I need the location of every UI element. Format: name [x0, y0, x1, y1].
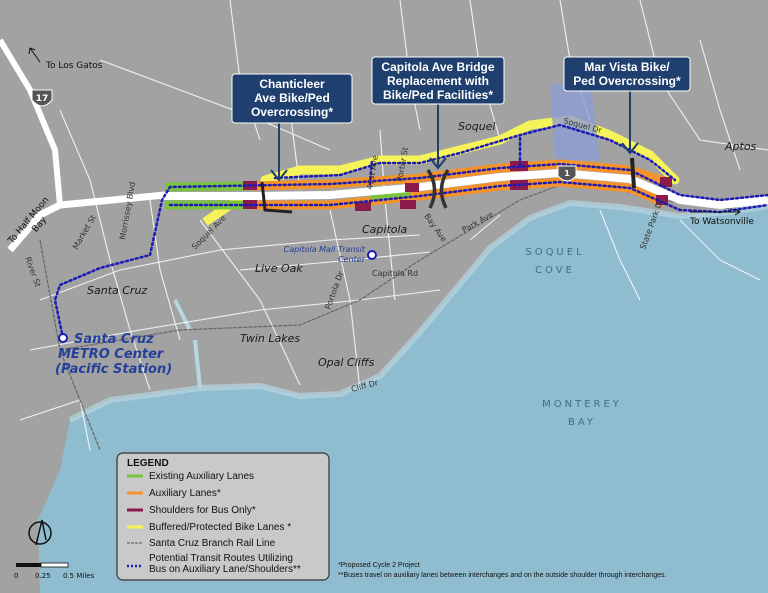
- legend-items-0-label-label: Existing Auxiliary Lanes: [149, 471, 254, 482]
- hwy-1-west: [7, 191, 166, 253]
- label-santa-cruz: Santa Cruz: [87, 284, 147, 297]
- places-capitola_mall-1-label: Center: [338, 255, 366, 264]
- callouts-1-lines-1-label: Replacement with: [387, 74, 489, 88]
- legend-items-5-label-0-label: Potential Transit Routes Utilizing: [149, 553, 293, 564]
- legend-items-4-label-label: Santa Cruz Branch Rail Line: [149, 538, 276, 549]
- callouts-0-lines-1-label: Ave Bike/Ped: [254, 91, 330, 105]
- scale-ticks-2-label: 0.5 Miles: [63, 572, 95, 580]
- scale-bar: 0 0.25 0.5 Miles: [14, 562, 95, 580]
- callouts-2-lines-0-label: Mar Vista Bike/: [584, 60, 670, 74]
- capitola-bridge: [426, 169, 450, 209]
- water-soquel_cove-0-label: SOQUEL: [525, 247, 584, 258]
- label-twin-lakes: Twin Lakes: [240, 332, 300, 345]
- footnote-1: *Proposed Cycle 2 Project: [338, 562, 420, 569]
- places-capitola_mall-0-label: Capitola Mall Transit: [284, 245, 366, 254]
- shore-shade: [68, 199, 768, 423]
- label-live-oak: Live Oak: [255, 262, 303, 275]
- callouts-0-lines-0-label: Chanticleer: [259, 77, 325, 91]
- scale-ticks-1-label: 0.25: [35, 572, 51, 580]
- legend-items-2-label-label: Shoulders for Bus Only*: [149, 505, 256, 516]
- hwy-17-shield: 17: [31, 89, 53, 107]
- callouts-2-lines-1-label: Ped Overcrossing*: [573, 74, 681, 88]
- streets-capitola_rd-label: Capitola Rd: [372, 269, 418, 278]
- water-monterey_bay-0-label: MONTEREY: [542, 399, 622, 410]
- to-watsonville: To Watsonville: [689, 208, 754, 227]
- label-monterey-bay: MONTEREY BAY: [542, 399, 622, 428]
- harbor: [173, 299, 202, 389]
- places-metro_center-1-label: METRO Center: [58, 347, 165, 362]
- callout-label: Mar Vista Bike/Ped Overcrossing*: [573, 60, 681, 88]
- water-monterey_bay-1-label: BAY: [568, 417, 596, 428]
- legend-items-1-label-label: Auxiliary Lanes*: [149, 488, 221, 499]
- callouts-1-lines-0-label: Capitola Ave Bridge: [381, 60, 494, 74]
- directions-watsonville-label: To Watsonville: [689, 217, 754, 227]
- label-soquel: Soquel: [458, 120, 496, 133]
- mar-vista-overcrossing: [630, 157, 636, 189]
- to-los-gatos: To Los Gatos: [28, 47, 103, 71]
- hwy-17: [0, 38, 63, 206]
- soquel-village-area: [550, 80, 600, 160]
- label-soquel-cove: SOQUEL COVE: [525, 247, 584, 276]
- north-arrow-icon: [28, 519, 52, 546]
- label-aptos: Aptos: [724, 140, 757, 153]
- places-metro_center-2-label: (Pacific Station): [55, 362, 172, 377]
- callout-mar-vista: Mar Vista Bike/Ped Overcrossing*: [563, 56, 691, 155]
- legend-items-5-label-1-label: Bus on Auxiliary Lane/Shoulders**: [149, 564, 301, 575]
- label-opal-cliffs: Opal Cliffs: [318, 356, 375, 369]
- scale-ticks-0-label: 0: [14, 572, 18, 580]
- hwy-1: [160, 168, 768, 210]
- directions-los_gatos-label: To Los Gatos: [45, 61, 103, 71]
- legend-title-label: LEGEND: [127, 458, 169, 469]
- callouts-1-lines-2-label: Bike/Ped Facilities*: [383, 88, 493, 102]
- label-capitola: Capitola: [362, 223, 408, 236]
- legend-items-3-label-label: Buffered/Protected Bike Lanes *: [149, 522, 291, 533]
- shields-hwy1-label: 1: [564, 169, 570, 178]
- chanticleer-overcrossing: [260, 181, 293, 214]
- places-metro_center-0-label: Santa Cruz: [74, 332, 154, 347]
- shields-hwy17-label: 17: [36, 94, 49, 104]
- bike-lane-north: [260, 115, 680, 185]
- footnote-2: **Buses travel on auxiliary lanes betwee…: [338, 572, 666, 579]
- callouts-0-lines-2-label: Overcrossing*: [251, 105, 333, 119]
- water-soquel_cove-1-label: COVE: [535, 265, 575, 276]
- transit-route: [53, 123, 768, 340]
- hwy-1-shield: 1: [557, 165, 577, 182]
- legend: LEGEND Existing Auxiliary Lanes Auxiliar…: [116, 452, 330, 581]
